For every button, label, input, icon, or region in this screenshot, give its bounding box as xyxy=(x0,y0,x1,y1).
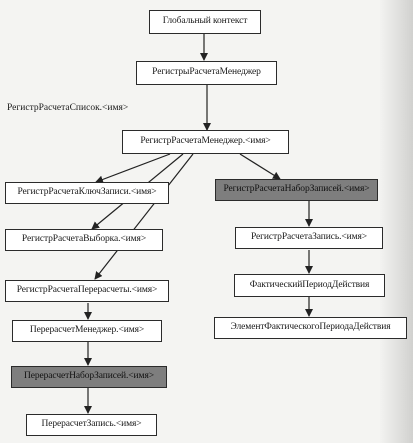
node-register-manager: РегистрРасчетаМенеджер.<имя> xyxy=(122,130,289,154)
edge-manager-to-recordkey xyxy=(95,153,171,184)
node-registers-manager: РегистрыРасчетаМенеджер xyxy=(136,61,277,85)
node-recalc-recordset: ПерерасчетНаборЗаписей.<имя> xyxy=(11,366,167,388)
node-actual-period: ФактическийПериодДействия xyxy=(234,274,385,297)
node-global-context: Глобальный контекст xyxy=(149,10,261,34)
node-register-record: РегистрРасчетаЗапись.<имя> xyxy=(235,227,383,249)
node-register-recalculations: РегистрРасчетаПерерасчеты.<имя> xyxy=(5,280,169,302)
node-register-selection: РегистрРасчетаВыборка.<имя> xyxy=(5,229,163,251)
edge-manager-to-recordset xyxy=(239,153,281,180)
node-register-recordset: РегистрРасчетаНаборЗаписей.<имя> xyxy=(215,179,378,201)
node-recalc-record: ПерерасчетЗапись.<имя> xyxy=(26,414,157,436)
label-register-list: РегистрРасчетаСписок.<имя> xyxy=(7,103,129,113)
node-register-record-key: РегистрРасчетаКлючЗаписи.<имя> xyxy=(5,182,169,204)
node-actual-period-element: ЭлементФактическогоПериодаДействия xyxy=(214,317,407,339)
node-recalc-manager: ПерерасчетМенеджер.<имя> xyxy=(12,320,162,342)
page-edge-shadow xyxy=(379,0,413,443)
edge-manager-to-recalcs xyxy=(94,153,194,280)
